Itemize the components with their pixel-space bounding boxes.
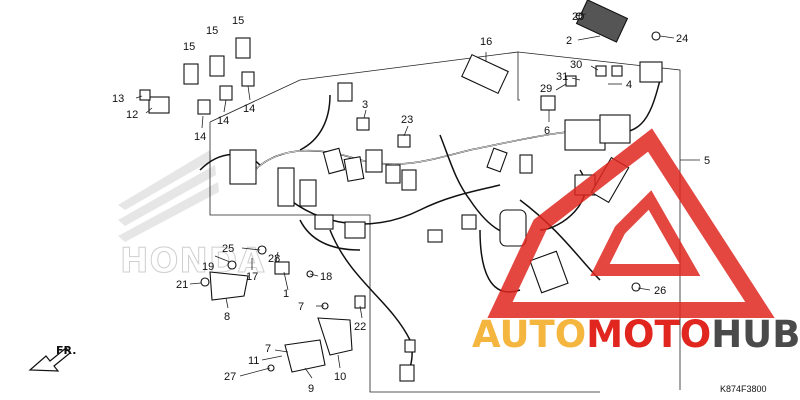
callout-15-left: 15	[183, 41, 195, 53]
callout-19: 19	[202, 261, 214, 273]
callout-15-right: 15	[232, 15, 244, 27]
watermark-part-auto: AUTO	[472, 313, 586, 356]
automotohub-watermark-text: AUTOMOTOHUB	[472, 313, 800, 356]
callout-21: 21	[176, 279, 188, 291]
callout-14-right: 14	[243, 103, 255, 115]
callout-5: 5	[704, 155, 710, 167]
callout-labels: 2 20 24 16 30 31 29 4 6 5 3 23 15 15 15 …	[112, 11, 710, 395]
callout-17: 17	[246, 271, 258, 283]
callout-13: 13	[112, 93, 124, 105]
front-direction-label: FR.	[56, 344, 76, 357]
front-direction-arrow: FR.	[28, 344, 76, 372]
standalone-parts	[139, 0, 661, 373]
honda-wing-background-logo: HONDA	[118, 150, 265, 282]
callout-7-bottom: 7	[265, 343, 271, 355]
watermark-part-moto: MOTO	[586, 313, 711, 356]
callout-14-left: 14	[194, 131, 206, 143]
callout-28: 28	[268, 253, 280, 265]
callout-26b: 26	[654, 285, 666, 297]
callout-22b: 22	[354, 321, 366, 333]
callout-29: 29	[540, 83, 552, 95]
callout-18b: 18	[320, 271, 332, 283]
callout-25: 25	[222, 243, 234, 255]
callout-30: 30	[570, 59, 582, 71]
callout-20: 20	[572, 11, 584, 23]
callout-7-top: 7	[298, 301, 304, 313]
honda-ghost-text: HONDA	[120, 241, 265, 281]
callout-8: 8	[224, 311, 230, 323]
callout-23: 23	[401, 114, 413, 126]
callout-27b: 27	[224, 371, 236, 383]
callout-1: 1	[283, 288, 289, 300]
automotohub-triangle-logo	[487, 128, 775, 318]
callout-31: 31	[556, 71, 568, 83]
callout-14-middle: 14	[217, 115, 229, 127]
callout-15-middle: 15	[206, 25, 218, 37]
callout-labels-extra: 18 22 27 26	[224, 271, 666, 383]
callout-2: 2	[566, 35, 572, 47]
callout-4: 4	[626, 79, 632, 91]
callout-12: 12	[126, 109, 138, 121]
callout-3: 3	[362, 99, 368, 111]
assembly-outline	[209, 51, 681, 393]
drawing-code: K874F3800	[720, 384, 767, 394]
callout-6: 6	[544, 125, 550, 137]
callout-10: 10	[334, 371, 346, 383]
callout-16: 16	[480, 36, 492, 48]
watermark-part-hub: HUB	[711, 313, 800, 356]
callout-11: 11	[248, 355, 259, 367]
callout-24: 24	[676, 33, 688, 45]
callout-9: 9	[308, 383, 314, 395]
leader-lines	[135, 13, 700, 379]
